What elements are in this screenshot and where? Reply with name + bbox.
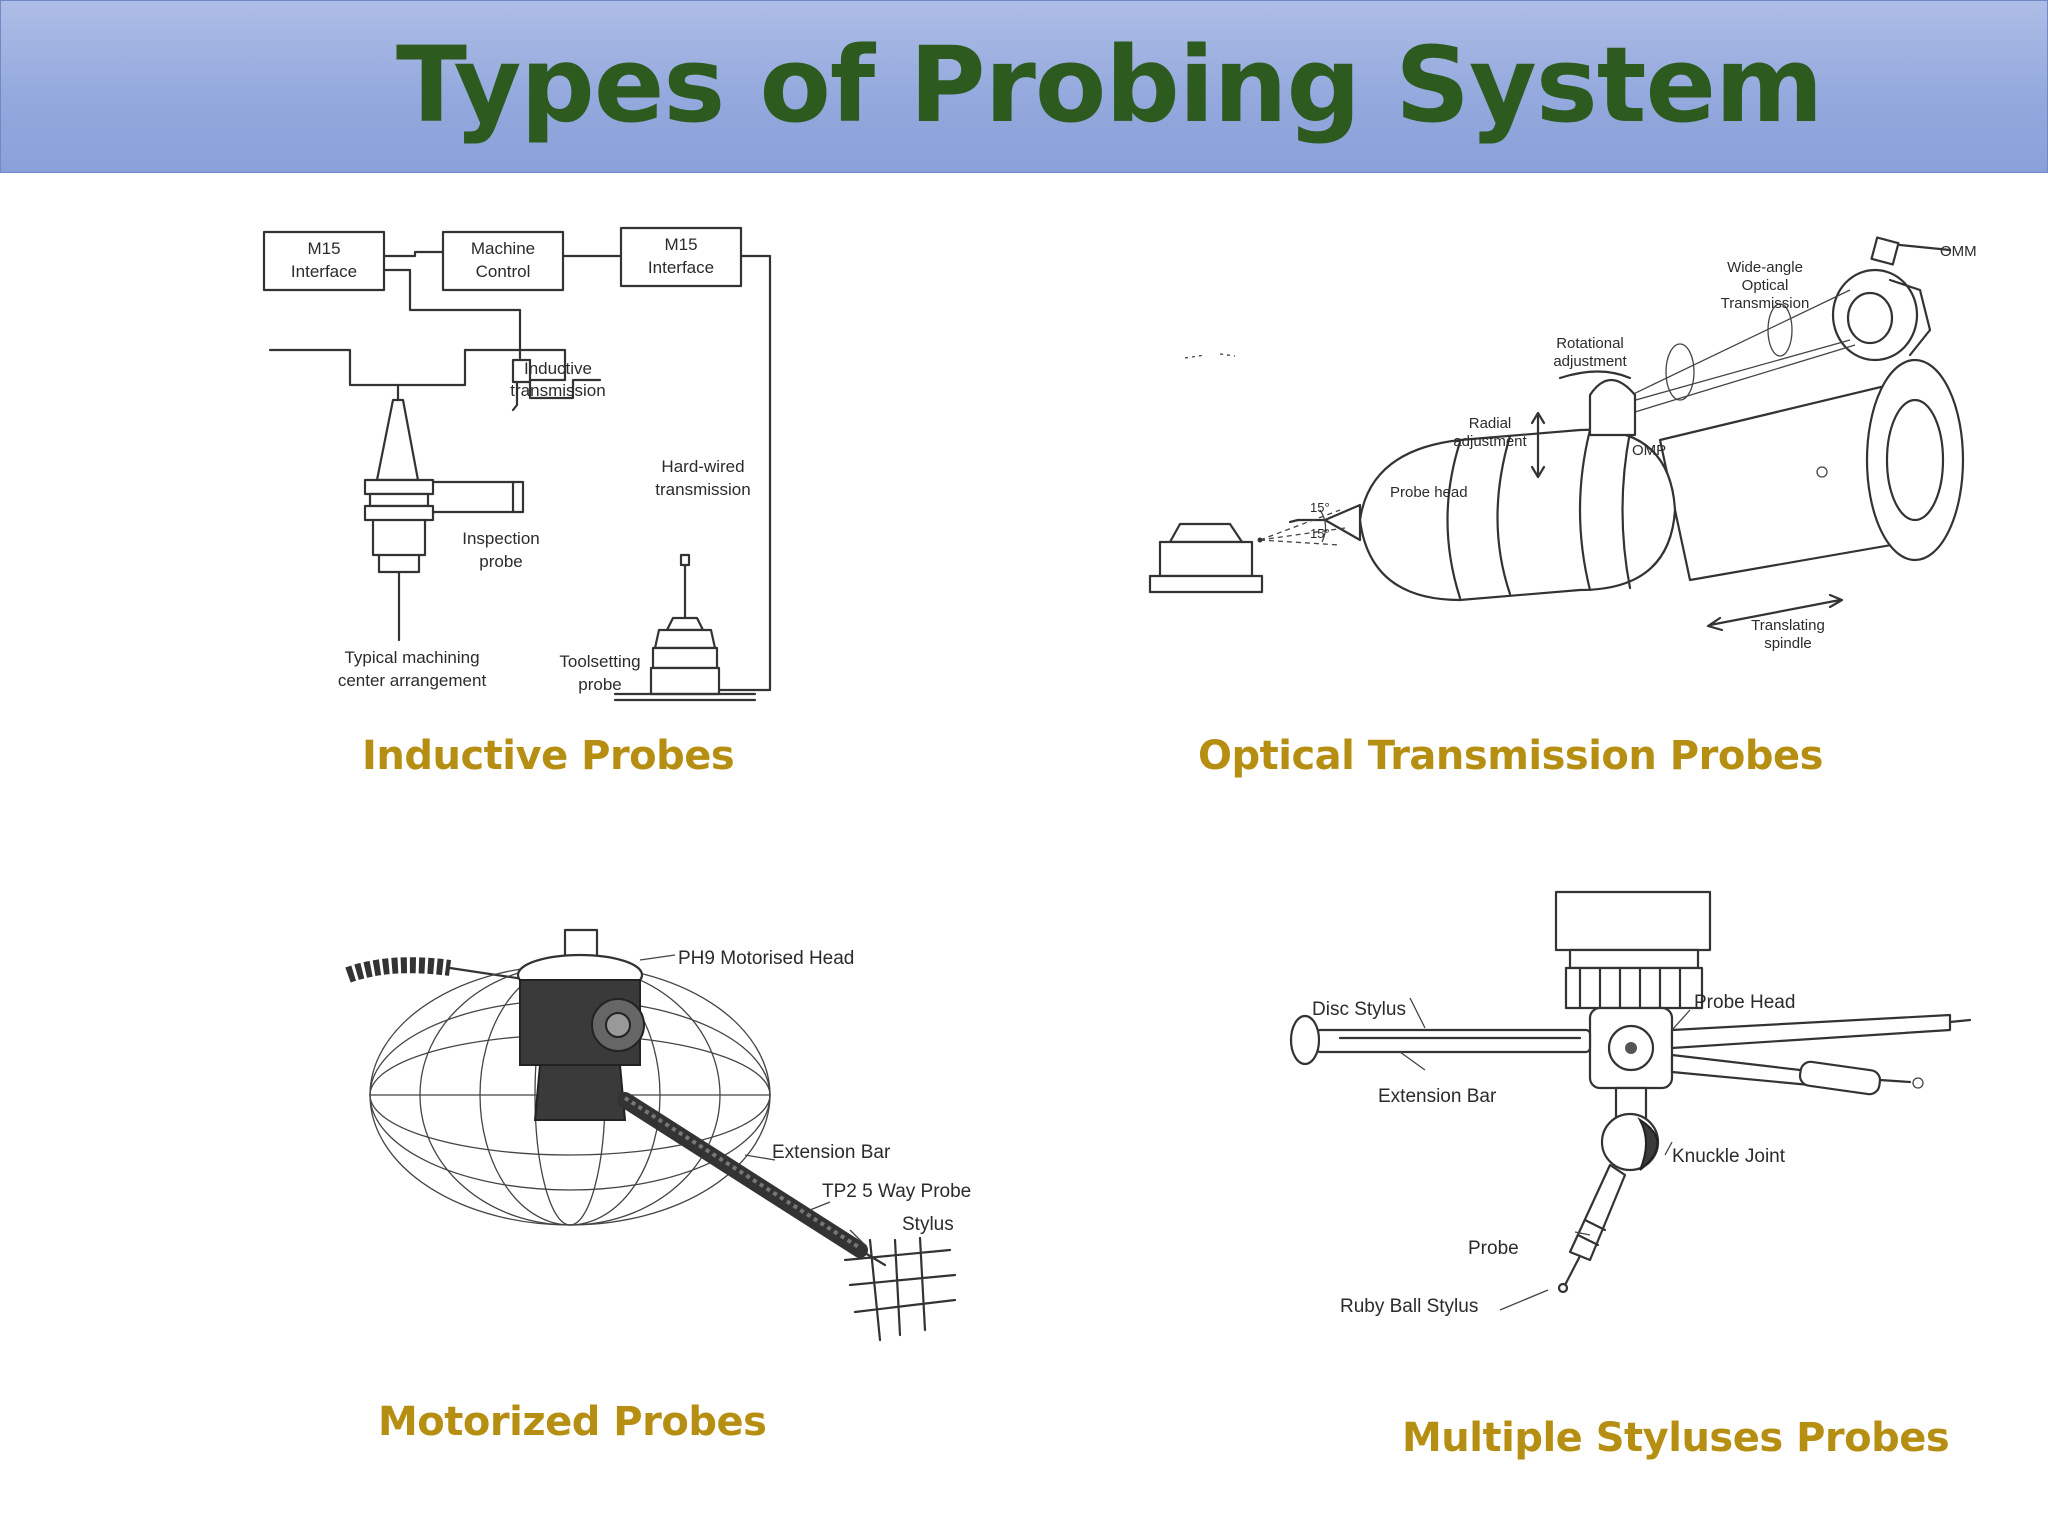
label-machine-2: Control <box>476 262 531 281</box>
label-extension-bar-motor: Extension Bar <box>772 1142 891 1163</box>
title-bar: Types of Probing System <box>0 0 2048 173</box>
label-tp2: TP2 5 Way Probe <box>822 1181 971 1202</box>
caption-inductive: Inductive Probes <box>362 733 735 779</box>
label-probe: Probe <box>1468 1238 1519 1259</box>
label-wide-1: Wide-angle <box>1727 259 1803 276</box>
optical-probe-diagram: OMM Wide-angle Optical Transmission Rota… <box>1148 236 1977 652</box>
label-wide-2: Optical <box>1742 277 1789 294</box>
label-rot-2: adjustment <box>1553 353 1627 370</box>
label-radial-1: Radial <box>1469 415 1512 432</box>
label-inspection-2: probe <box>479 552 522 571</box>
label-typical-1: Typical machining <box>344 648 479 667</box>
label-ph9: PH9 Motorised Head <box>678 948 854 969</box>
label-inspection-1: Inspection <box>462 529 540 548</box>
label-inductive-2: transmission <box>510 381 605 400</box>
label-wide-3: Transmission <box>1721 295 1810 312</box>
motorized-probe-diagram: PH9 Motorised Head Extension Bar TP2 5 W… <box>345 928 971 1342</box>
label-knuckle-joint: Knuckle Joint <box>1672 1146 1786 1167</box>
label-m15-right-2: Interface <box>648 258 714 277</box>
multiple-styluses-diagram: Disc Stylus Probe Head Extension Bar Knu… <box>1289 890 1972 1317</box>
label-machine-1: Machine <box>471 239 535 258</box>
label-typical-2: center arrangement <box>338 671 487 690</box>
label-omm: OMM <box>1940 243 1977 260</box>
label-stylus: Stylus <box>902 1214 954 1235</box>
label-toolsetting-2: probe <box>578 675 621 694</box>
label-angle-bottom: 15° <box>1310 526 1330 541</box>
label-inductive-1: Inductive <box>524 359 592 378</box>
label-disc-stylus: Disc Stylus <box>1312 999 1406 1020</box>
label-radial-2: adjustment <box>1453 433 1527 450</box>
caption-optical: Optical Transmission Probes <box>1198 733 1823 779</box>
label-hardwired-2: transmission <box>655 480 750 499</box>
caption-motorized: Motorized Probes <box>378 1399 767 1445</box>
label-probe-head-multi: Probe Head <box>1694 992 1795 1013</box>
label-rot-1: Rotational <box>1556 335 1624 352</box>
caption-multiple: Multiple Styluses Probes <box>1402 1415 1950 1461</box>
slide-title: Types of Probing System <box>396 24 1823 146</box>
label-m15-left-2: Interface <box>291 262 357 281</box>
label-probe-head: Probe head <box>1390 484 1468 501</box>
label-hardwired-1: Hard-wired <box>661 457 744 476</box>
label-trans-2: spindle <box>1764 635 1812 652</box>
label-m15-right-1: M15 <box>664 235 697 254</box>
label-toolsetting-1: Toolsetting <box>559 652 640 671</box>
label-m15-left-1: M15 <box>307 239 340 258</box>
label-trans-1: Translating <box>1751 617 1825 634</box>
inductive-probe-diagram: M15 Interface Machine Control M15 Interf… <box>262 226 772 702</box>
label-omp: OMP <box>1632 442 1666 459</box>
label-ruby-ball: Ruby Ball Stylus <box>1340 1296 1478 1317</box>
label-extension-bar-multi: Extension Bar <box>1378 1086 1497 1107</box>
label-angle-top: 15° <box>1310 500 1330 515</box>
